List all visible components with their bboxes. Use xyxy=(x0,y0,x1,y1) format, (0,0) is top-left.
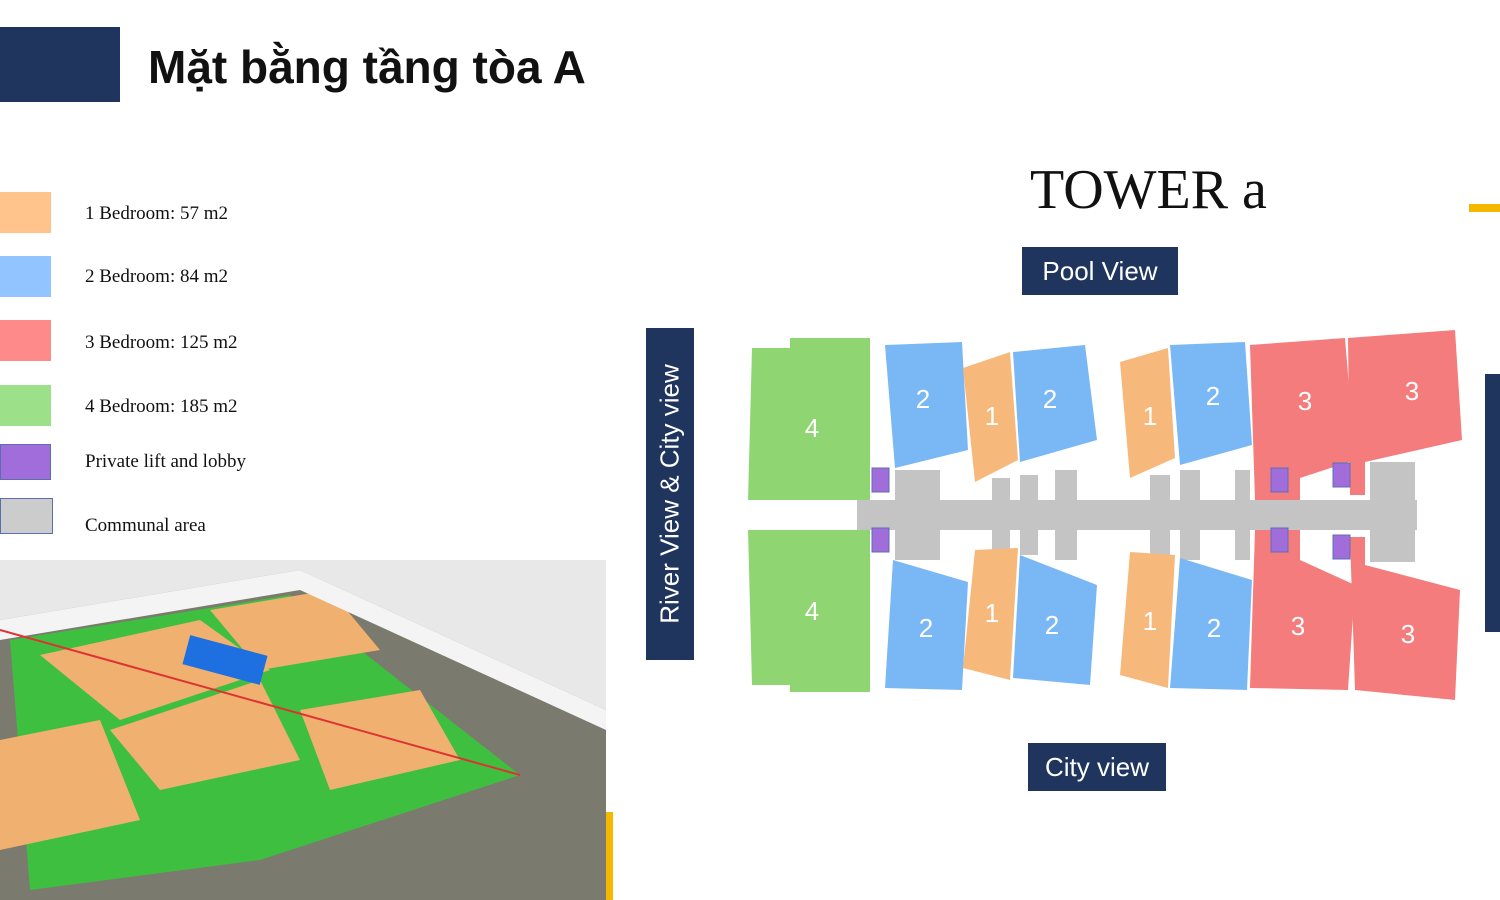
unit-label: 3 xyxy=(1298,386,1312,416)
city-view-label: City view xyxy=(1028,743,1166,791)
unit-label: 1 xyxy=(985,598,999,628)
unit-1br xyxy=(963,548,1018,680)
unit-3br xyxy=(1350,537,1460,700)
unit-label: 2 xyxy=(1207,613,1221,643)
unit-label: 2 xyxy=(1043,384,1057,414)
unit-label: 2 xyxy=(916,384,930,414)
legend-label: 1 Bedroom: 57 m2 xyxy=(85,203,229,224)
site-plan-image xyxy=(0,560,606,900)
legend-label: Communal area xyxy=(85,515,206,536)
unit-label: 3 xyxy=(1291,611,1305,641)
unit-1br xyxy=(963,352,1018,482)
legend-label: 4 Bedroom: 185 m2 xyxy=(85,396,238,417)
legend-swatch-lift xyxy=(0,444,51,480)
unit-4br xyxy=(748,530,870,692)
private-lift xyxy=(871,527,890,553)
legend-swatch-2br xyxy=(0,256,51,297)
unit-label: 1 xyxy=(1143,401,1157,431)
pool-view-label: Pool View xyxy=(1022,247,1178,295)
private-lift xyxy=(1332,462,1351,488)
unit-1br xyxy=(1120,552,1175,688)
unit-label: 1 xyxy=(1143,606,1157,636)
legend-label: 3 Bedroom: 125 m2 xyxy=(85,332,238,353)
unit-3br xyxy=(1250,338,1355,500)
legend-label: Private lift and lobby xyxy=(85,451,246,472)
tower-title: TOWER a xyxy=(1030,159,1267,221)
legend-label: 2 Bedroom: 84 m2 xyxy=(85,266,229,287)
unit-label: 1 xyxy=(985,401,999,431)
page-title: Mặt bằng tầng tòa A xyxy=(148,41,586,93)
unit-2br xyxy=(1013,555,1097,685)
private-lift xyxy=(1270,527,1289,553)
unit-3br xyxy=(1348,330,1462,495)
unit-4br xyxy=(748,338,870,500)
unit-label: 2 xyxy=(919,613,933,643)
unit-3br xyxy=(1250,530,1355,690)
unit-2br xyxy=(1013,345,1097,462)
river-city-view-label: River View & City view xyxy=(646,328,694,660)
accent-bar xyxy=(1469,204,1500,212)
legend-swatch-3br xyxy=(0,320,51,361)
title-accent-block xyxy=(0,27,120,102)
accent-bar xyxy=(606,812,613,900)
private-lift xyxy=(1270,467,1289,493)
legend-swatch-communal xyxy=(0,498,53,534)
legend-swatch-4br xyxy=(0,385,51,426)
private-lift xyxy=(1332,534,1351,560)
unit-2br xyxy=(885,342,968,468)
communal-core xyxy=(1370,462,1415,562)
communal-corridor xyxy=(857,500,1417,530)
unit-label: 4 xyxy=(805,596,819,626)
legend-swatch-1br xyxy=(0,192,51,233)
unit-label: 4 xyxy=(805,413,819,443)
unit-label: 2 xyxy=(1045,610,1059,640)
unit-2br xyxy=(1170,558,1252,690)
unit-label: 3 xyxy=(1405,376,1419,406)
unit-1br xyxy=(1120,348,1175,478)
side-label-cutoff xyxy=(1485,374,1500,632)
unit-2br xyxy=(885,560,968,690)
unit-label: 2 xyxy=(1206,381,1220,411)
private-lift xyxy=(871,467,890,493)
unit-2br xyxy=(1170,342,1252,465)
unit-label: 3 xyxy=(1401,619,1415,649)
